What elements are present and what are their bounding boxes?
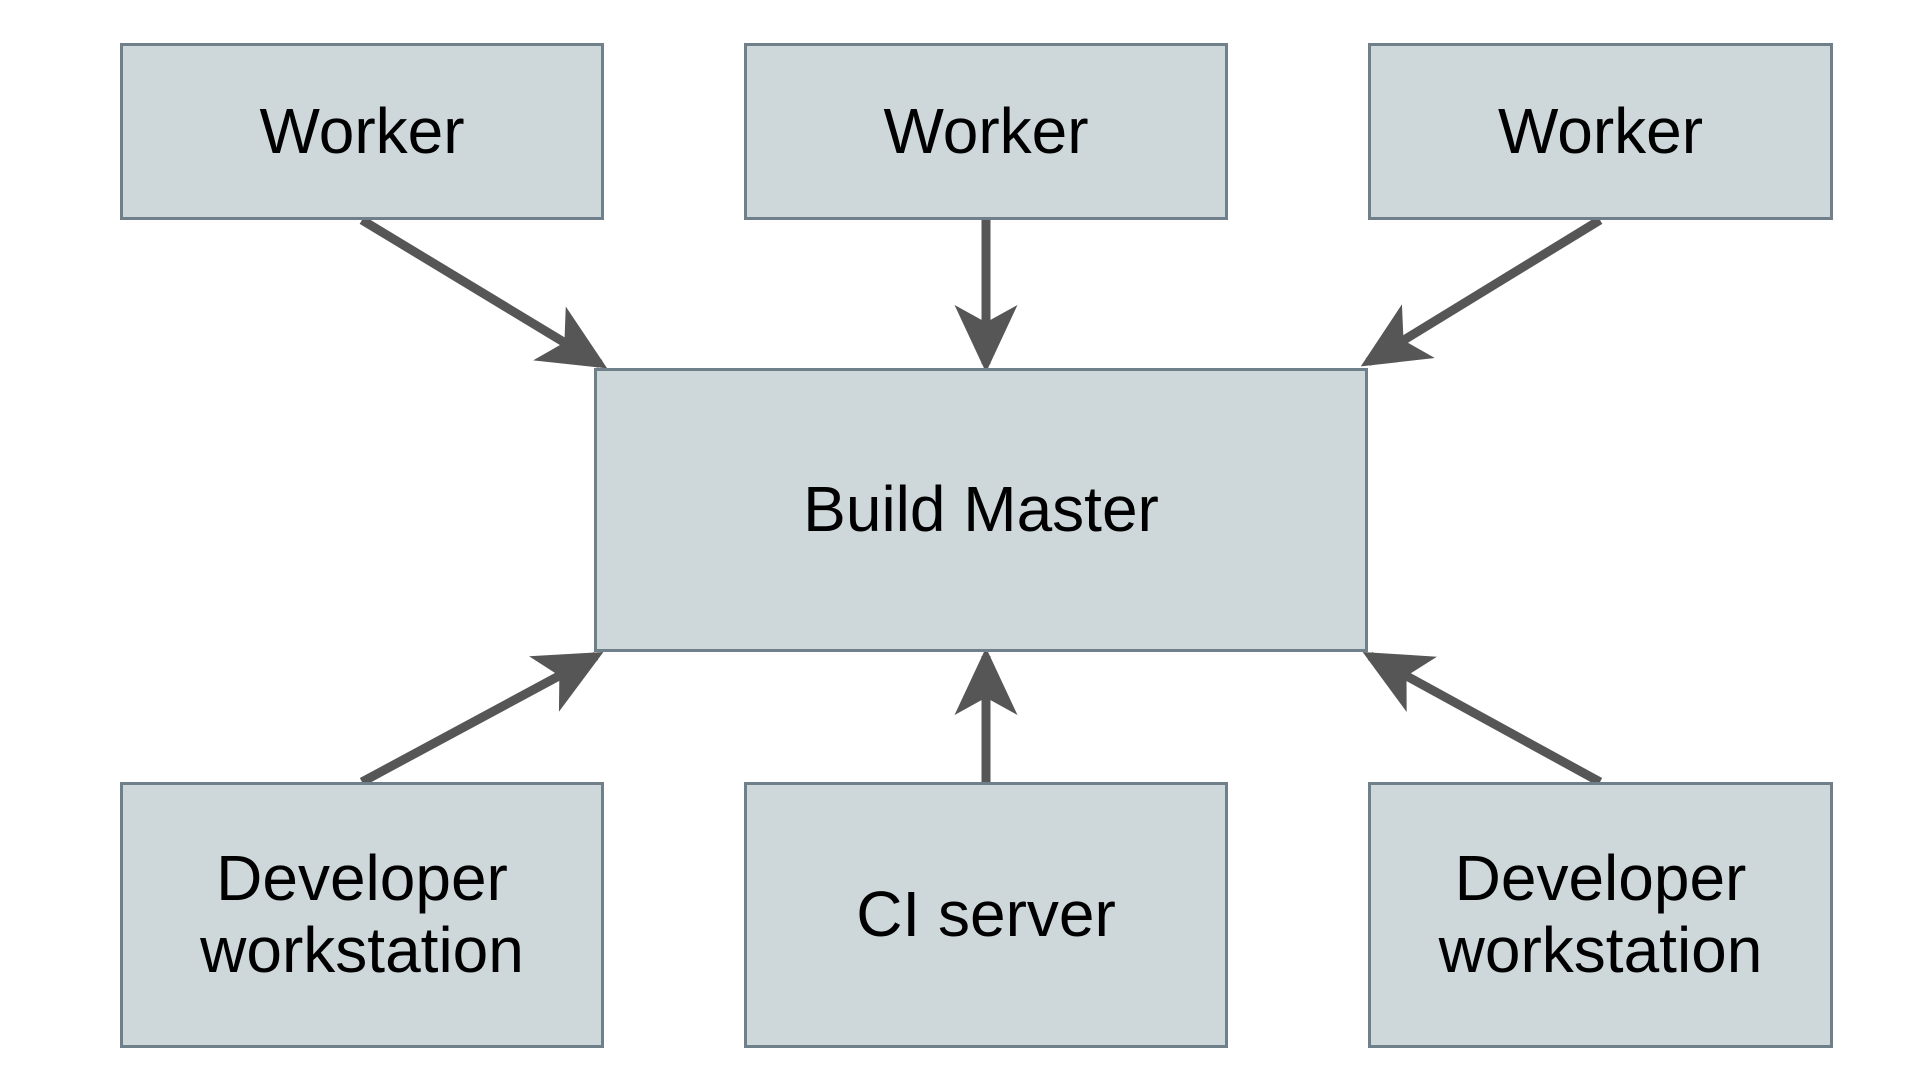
node-ci-server-label: CI server bbox=[856, 878, 1116, 951]
node-build-master-label: Build Master bbox=[803, 473, 1159, 546]
edge-dev-ws-1-to-build-master bbox=[359, 651, 604, 786]
node-developer-workstation-right[interactable]: Developer workstation bbox=[1368, 782, 1833, 1048]
node-worker-1[interactable]: Worker bbox=[120, 43, 604, 220]
node-developer-workstation-left[interactable]: Developer workstation bbox=[120, 782, 604, 1048]
node-ci-server[interactable]: CI server bbox=[744, 782, 1228, 1048]
edge-worker-3-to-build-master bbox=[1360, 216, 1603, 367]
node-developer-workstation-left-label: Developer workstation bbox=[200, 842, 524, 986]
node-build-master[interactable]: Build Master bbox=[594, 368, 1368, 652]
node-worker-3[interactable]: Worker bbox=[1368, 43, 1833, 220]
node-developer-workstation-right-label: Developer workstation bbox=[1438, 842, 1763, 986]
node-worker-2[interactable]: Worker bbox=[744, 43, 1228, 220]
edge-dev-ws-2-to-build-master bbox=[1362, 651, 1603, 786]
node-worker-3-label: Worker bbox=[1497, 94, 1704, 167]
node-worker-1-label: Worker bbox=[259, 94, 465, 167]
node-worker-2-label: Worker bbox=[883, 94, 1089, 167]
edge-worker-1-to-build-master bbox=[359, 216, 608, 369]
